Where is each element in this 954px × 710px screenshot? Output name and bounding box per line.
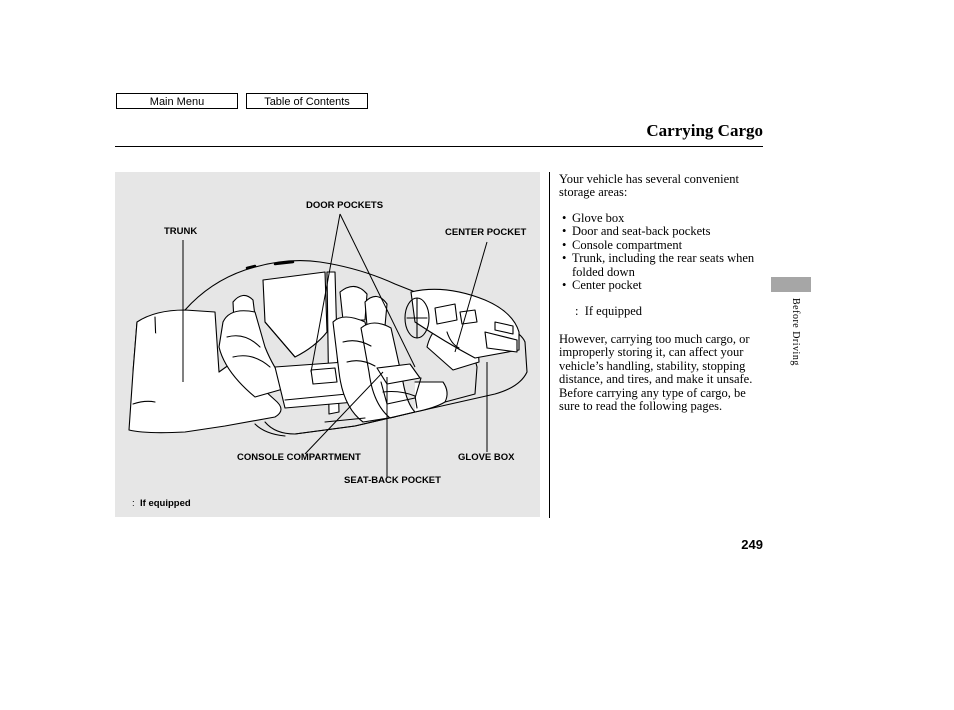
console-compartment-leader (304, 371, 384, 455)
cargo-areas-figure: DOOR POCKETS TRUNK CENTER POCKET CONSOLE… (115, 172, 540, 517)
title-divider (115, 146, 763, 147)
storage-areas-list: Glove box Door and seat-back pockets Con… (562, 211, 762, 293)
section-tab (771, 277, 811, 292)
door-pockets-leader-2 (339, 213, 416, 368)
if-equipped-marker: : (575, 304, 579, 318)
rear-window (262, 271, 328, 358)
column-divider (549, 172, 550, 518)
section-tab-label: Before Driving (790, 298, 801, 366)
figure-footnote-marker: : (132, 498, 135, 509)
front-seat-headrest-right (364, 295, 388, 327)
label-glove-box: GLOVE BOX (458, 452, 515, 463)
label-center-pocket: CENTER POCKET (445, 227, 527, 238)
list-item: Trunk, including the rear seats when fol… (562, 252, 762, 279)
center-pocket-leader (454, 241, 488, 353)
page-title: Carrying Cargo (646, 121, 763, 140)
list-item: Center pocket (562, 278, 762, 293)
car-cutaway-illustration (128, 213, 528, 477)
door-pockets-leader-1 (310, 213, 341, 373)
label-console-compartment: CONSOLE COMPARTMENT (237, 452, 361, 463)
page-number: 249 (741, 537, 763, 552)
label-trunk: TRUNK (164, 226, 198, 237)
front-seat-cushion (414, 381, 448, 413)
list-item: Console compartment (562, 238, 762, 253)
center-console (376, 363, 421, 385)
cargo-warning-paragraph: However, carrying too much cargo, or imp… (559, 332, 753, 414)
main-menu-button[interactable]: Main Menu (116, 93, 238, 109)
front-seat-headrest-left (339, 285, 368, 321)
glove-box-door (484, 331, 518, 353)
table-of-contents-button[interactable]: Table of Contents (246, 93, 368, 109)
if-equipped-text: If equipped (584, 304, 643, 318)
list-item: Door and seat-back pockets (562, 224, 762, 239)
list-item: Glove box (562, 211, 762, 226)
intro-paragraph: Your vehicle has several convenient stor… (559, 172, 739, 200)
trunk-floor (128, 321, 282, 434)
label-seat-back-pocket: SEAT-BACK POCKET (344, 475, 441, 486)
label-door-pockets: DOOR POCKETS (306, 200, 384, 211)
figure-footnote: If equipped (140, 498, 191, 509)
if-equipped-note: : If equipped (575, 304, 643, 318)
